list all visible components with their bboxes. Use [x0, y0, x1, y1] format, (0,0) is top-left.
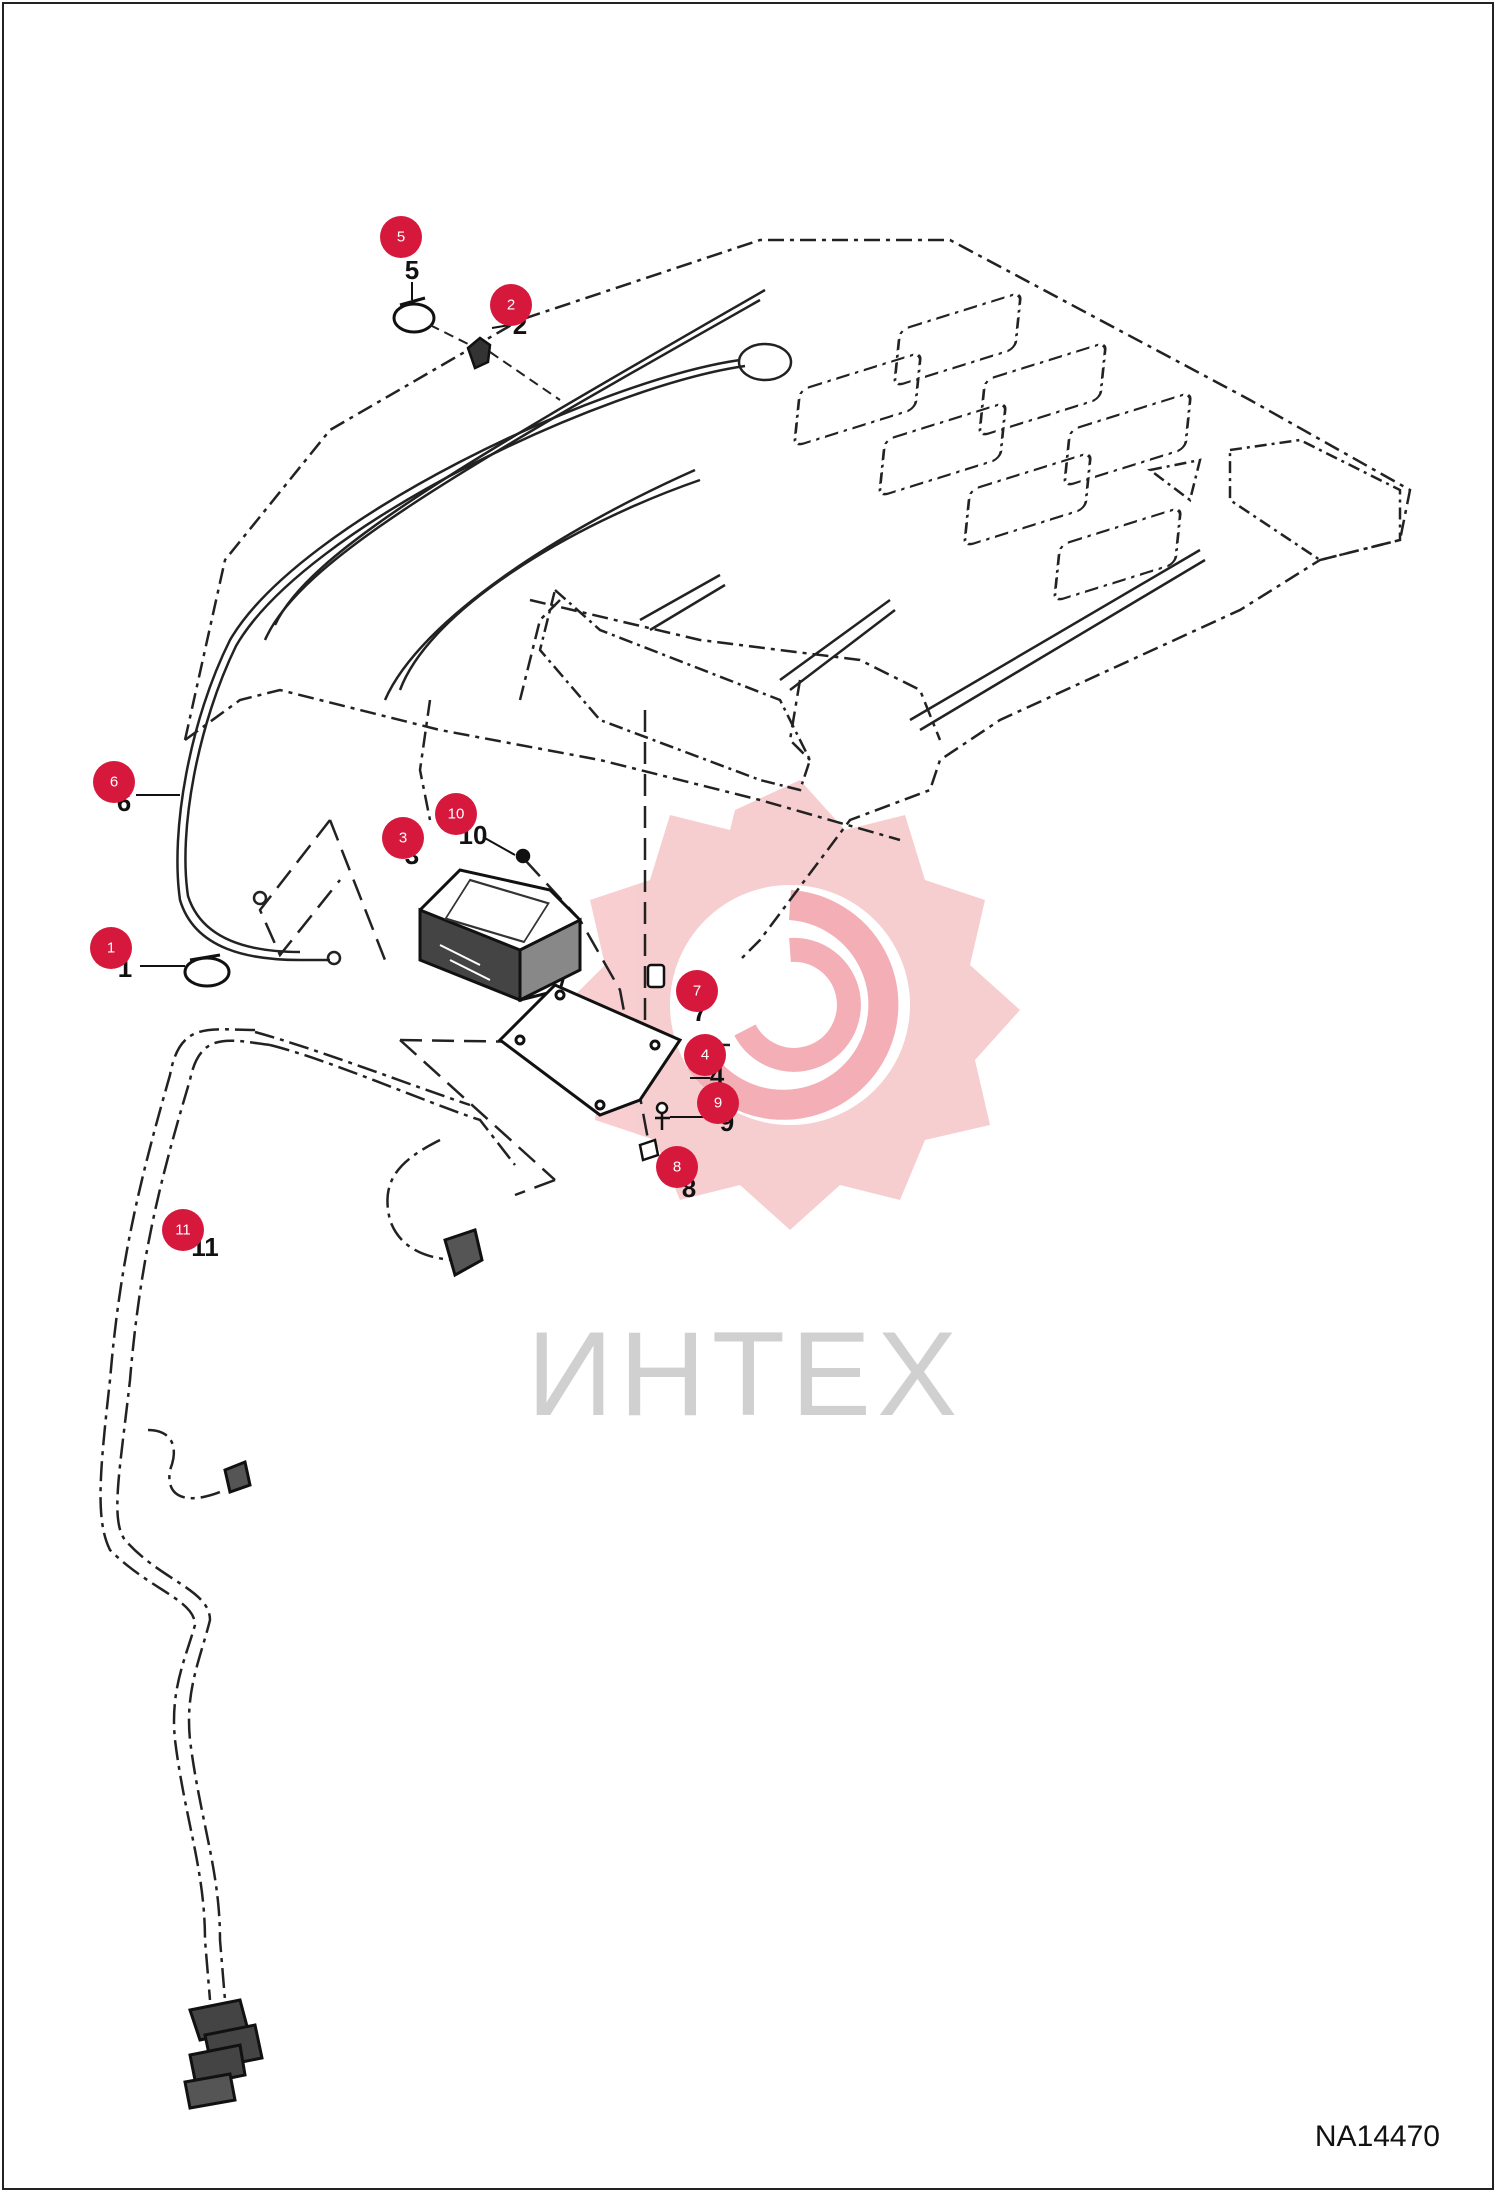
callout-number: 7: [693, 983, 701, 1000]
callout-circle: [435, 793, 477, 835]
harness-connectors: [183, 1228, 484, 2110]
label-leader-lines: [136, 282, 713, 1118]
callout-3: 3: [382, 817, 424, 859]
floor-vent-grid: [793, 293, 1402, 601]
callout-number: 11: [175, 1222, 191, 1239]
callout-number: 1: [107, 940, 115, 957]
callout-number: 2: [507, 297, 515, 314]
watermark-gear-icon: [560, 780, 1020, 1230]
callout-2: 2: [490, 284, 532, 326]
fasteners: [183, 296, 670, 1162]
drawing-id: NA14470: [1314, 2120, 1440, 2153]
round-sensor-icon: [737, 342, 793, 382]
callout-5: 5: [380, 216, 422, 258]
part-label-5: 5: [405, 255, 419, 285]
callout-8: 8: [656, 1146, 698, 1188]
callout-circle: [490, 284, 532, 326]
part-leader-dashes: [429, 324, 561, 401]
callout-9: 9: [697, 1082, 739, 1124]
main-harness: [99, 1028, 516, 2001]
callout-circle: [90, 927, 132, 969]
callout-circle: [676, 970, 718, 1012]
callout-number: 9: [714, 1095, 722, 1112]
callout-7: 7: [676, 970, 718, 1012]
callout-number: 8: [673, 1159, 681, 1176]
callout-number: 10: [448, 806, 465, 823]
callout-10: 10: [435, 793, 477, 835]
mounting-plate: [497, 983, 683, 1117]
callout-11: 11: [162, 1209, 204, 1251]
callout-number: 5: [397, 229, 405, 246]
callout-number: 6: [110, 774, 118, 791]
callout-circle: [656, 1146, 698, 1188]
callout-1: 1: [90, 927, 132, 969]
machine-frame: [183, 238, 1412, 961]
watermark-text: ИНТЕХ: [527, 1307, 963, 1441]
callout-circle: [684, 1034, 726, 1076]
callout-4: 4: [684, 1034, 726, 1076]
callout-circle: [93, 761, 135, 803]
sensor-harness: [176, 358, 746, 966]
callout-circle: [380, 216, 422, 258]
callout-badges: 1 2 3 4 5 6 7 8 9 10 11: [90, 216, 739, 1251]
floor-slots: [263, 288, 1206, 732]
center-rail: [538, 587, 812, 792]
callout-circle: [162, 1209, 204, 1251]
callout-6: 6: [93, 761, 135, 803]
callout-number: 3: [399, 830, 407, 847]
callout-circle: [697, 1082, 739, 1124]
callout-circle: [382, 817, 424, 859]
control-module: [418, 868, 582, 1003]
callout-number: 4: [701, 1047, 709, 1064]
